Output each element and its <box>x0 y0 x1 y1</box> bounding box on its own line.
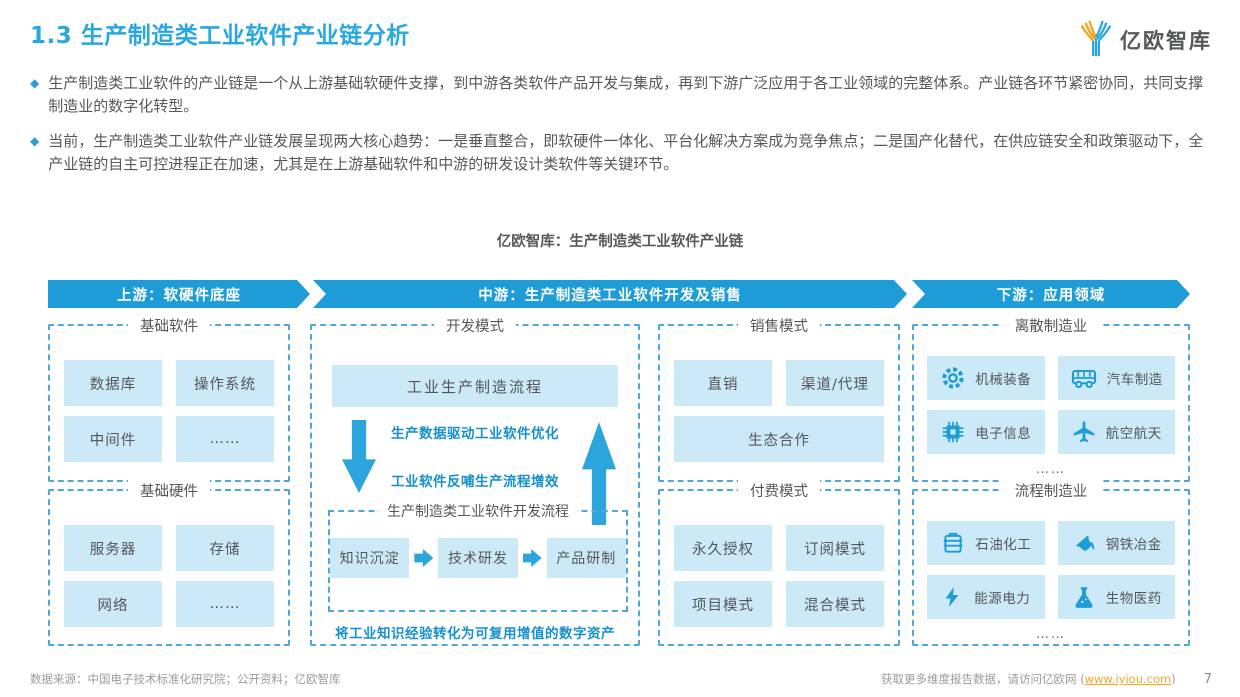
box-title: 流程制造业 <box>1002 480 1100 501</box>
band-upstream: 上游：软硬件底座 <box>48 280 310 308</box>
band-downstream: 下游：应用领域 <box>912 280 1190 308</box>
footer-promo-end: ) <box>1171 672 1176 686</box>
gear-icon <box>940 365 966 391</box>
industry-label: 石油化工 <box>975 537 1032 553</box>
box-pay-mode: 付费模式 永久授权 订阅模式 项目模式 混合模式 <box>658 480 900 646</box>
industry-cell: 汽车制造 <box>1057 356 1175 400</box>
box-title: 开发模式 <box>434 315 516 336</box>
box-title: 生产制造类工业软件开发流程 <box>379 501 577 521</box>
item-cell: …… <box>176 581 274 627</box>
footer-right: 获取更多维度报告数据，请访问亿欧网 (www.iyiou.com) 7 <box>881 671 1212 687</box>
box-title: 基础硬件 <box>128 480 210 501</box>
box-title: 付费模式 <box>738 480 820 501</box>
bullet-item: ◆ 生产制造类工业软件的产业链是一个从上游基础软硬件支撑，到中游各类软件产品开发… <box>30 72 1212 119</box>
industry-label: 钢铁冶金 <box>1105 537 1162 553</box>
diagram-title: 亿欧智库：生产制造类工业软件产业链 <box>496 234 744 250</box>
box-title: 销售模式 <box>738 315 820 336</box>
dev-note-feedback: 工业软件反哺生产流程增效 <box>391 474 559 490</box>
diamond-bullet-icon: ◆ <box>30 76 40 90</box>
dev-note-optimize: 生产数据驱动工业软件优化 <box>391 426 559 442</box>
arrow-right-icon <box>522 549 542 567</box>
bus-icon <box>1070 364 1098 392</box>
ladle-icon <box>1071 530 1097 556</box>
bolt-icon <box>941 585 965 609</box>
flow-step: 产品研制 <box>546 538 626 578</box>
industry-label: 航空航天 <box>1105 426 1162 442</box>
item-cell: 永久授权 <box>674 525 772 571</box>
chip-icon <box>940 419 966 445</box>
bullet-item: ◆ 当前，生产制造类工业软件产业链发展呈现两大核心趋势：一是垂直整合，即软硬件一… <box>30 130 1212 177</box>
item-cell: 直销 <box>674 360 772 406</box>
box-title: 基础软件 <box>128 315 210 336</box>
box-basic-hardware: 基础硬件 服务器 存储 网络 …… <box>48 480 290 646</box>
box-dev-mode: 开发模式 工业生产制造流程 生产数据驱动工业软件优化 工业软件反哺生产流程增效 … <box>310 315 640 646</box>
item-cell: 生态合作 <box>674 416 884 462</box>
logo-y-icon <box>1077 18 1115 62</box>
item-cell: 网络 <box>64 581 162 627</box>
item-cell: …… <box>176 416 274 462</box>
barrel-icon <box>940 530 966 556</box>
flow-step: 技术研发 <box>438 538 518 578</box>
box-basic-software: 基础软件 数据库 操作系统 中间件 …… <box>48 315 290 482</box>
box-title: 离散制造业 <box>1002 315 1100 336</box>
dev-bottom-note: 将工业知识经验转化为可复用增值的数字资产 <box>335 626 615 642</box>
page-number: 7 <box>1203 671 1212 687</box>
box-sales-mode: 销售模式 直销 渠道/代理 生态合作 <box>658 315 900 482</box>
item-cell: 中间件 <box>64 416 162 462</box>
flow-step: 知识沉淀 <box>330 538 410 578</box>
brand-logo: 亿欧智库 <box>1077 18 1212 62</box>
diamond-bullet-icon: ◆ <box>30 133 40 148</box>
industry-cell: 生物医药 <box>1057 575 1175 619</box>
item-cell: 订阅模式 <box>786 525 884 571</box>
industry-label: 电子信息 <box>975 426 1032 442</box>
industry-label: 机械装备 <box>975 372 1032 388</box>
industry-cell: 钢铁冶金 <box>1057 521 1175 565</box>
logo-text: 亿欧智库 <box>1120 29 1212 53</box>
data-source-note: 数据来源：中国电子技术标准化研究院；公开资料；亿欧智库 <box>30 672 341 686</box>
more-dots: …… <box>1036 462 1066 477</box>
bullet-text: 当前，生产制造类工业软件产业链发展呈现两大核心趋势：一是垂直整合，即软硬件一体化… <box>48 131 1204 173</box>
more-dots: …… <box>1036 627 1066 642</box>
item-cell: 存储 <box>176 525 274 571</box>
industry-cell: 能源电力 <box>927 575 1045 619</box>
industry-cell: 机械装备 <box>927 356 1045 400</box>
item-cell: 项目模式 <box>674 581 772 627</box>
item-cell: 渠道/代理 <box>786 360 884 406</box>
industry-label: 生物医药 <box>1105 591 1162 607</box>
industry-label: 汽车制造 <box>1106 372 1163 388</box>
item-cell: 服务器 <box>64 525 162 571</box>
item-cell: 混合模式 <box>786 581 884 627</box>
box-dev-flow: 生产制造类工业软件开发流程 知识沉淀 技术研发 产品研制 <box>328 501 628 612</box>
industrial-process-bar: 工业生产制造流程 <box>332 365 618 407</box>
box-discrete-manufacturing: 离散制造业 机械装备 <box>912 315 1190 482</box>
flask-icon <box>1071 584 1097 610</box>
industry-label: 能源电力 <box>974 591 1031 607</box>
footer-promo-text: 获取更多维度报告数据，请访问亿欧网 ( <box>881 672 1085 686</box>
band-midstream: 中游：生产制造类工业软件开发及销售 <box>313 280 907 308</box>
item-cell: 数据库 <box>64 360 162 406</box>
box-process-manufacturing: 流程制造业 石油化工 <box>912 480 1190 646</box>
plane-icon <box>1071 419 1097 445</box>
arrow-right-icon <box>414 549 434 567</box>
bullet-text: 生产制造类工业软件的产业链是一个从上游基础软硬件支撑，到中游各类软件产品开发与集… <box>48 74 1204 116</box>
industry-cell: 电子信息 <box>927 410 1045 454</box>
industry-cell: 航空航天 <box>1057 410 1175 454</box>
iyiou-link[interactable]: www.iyiou.com <box>1084 672 1172 686</box>
industry-cell: 石油化工 <box>927 521 1045 565</box>
item-cell: 操作系统 <box>176 360 274 406</box>
summary-bullets: ◆ 生产制造类工业软件的产业链是一个从上游基础软硬件支撑，到中游各类软件产品开发… <box>30 72 1212 187</box>
page-title: 1.3 生产制造类工业软件产业链分析 <box>30 23 410 49</box>
